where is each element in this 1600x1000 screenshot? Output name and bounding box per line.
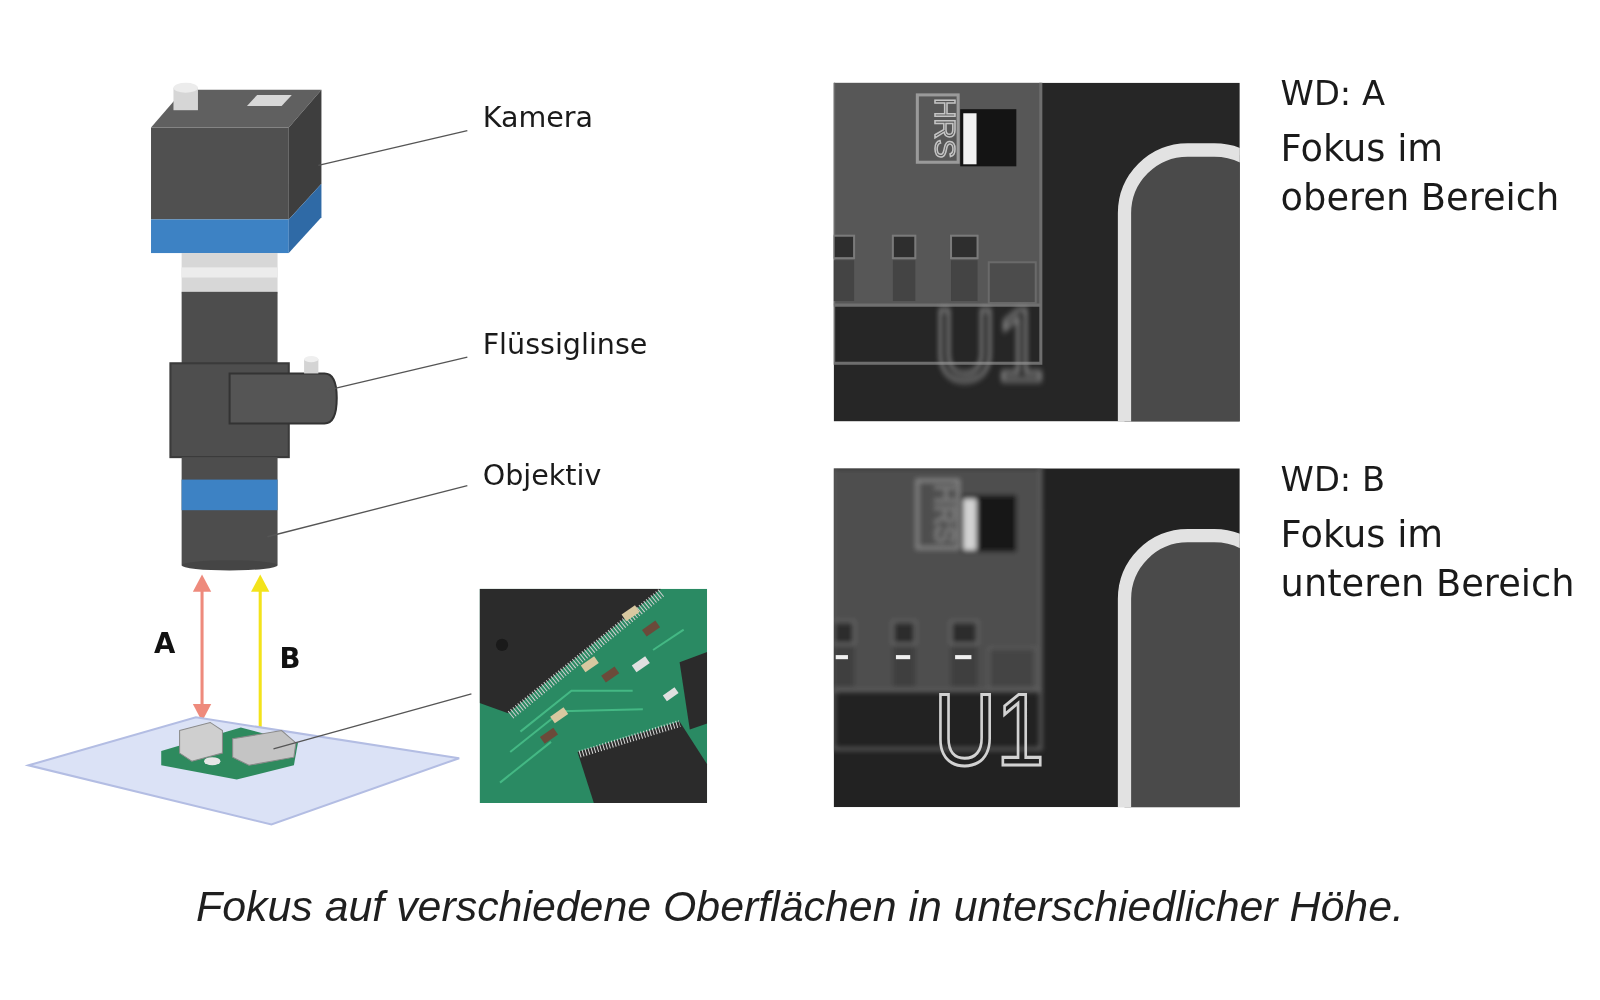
- component-marking: HRS: [930, 484, 959, 544]
- mount-ring: [182, 253, 278, 294]
- ic-chip: [578, 721, 708, 803]
- liquid-lens-driver: [230, 373, 337, 423]
- leader-line: [318, 131, 467, 166]
- leader-lines: [267, 131, 467, 537]
- camera-side-band: [289, 184, 322, 253]
- smd-parts: [540, 605, 679, 744]
- objective-body: [182, 457, 278, 565]
- trace: [500, 742, 551, 783]
- arrow-shaft: [259, 590, 262, 743]
- smd-part: [550, 707, 568, 723]
- connector-part: [233, 731, 296, 766]
- leader-line: [267, 486, 467, 537]
- smd-part: [642, 621, 660, 637]
- ic-chip: [680, 652, 708, 730]
- pcb-traces: [500, 630, 684, 783]
- part-label: Objektiv: [483, 461, 602, 490]
- objective-ring: [182, 480, 278, 511]
- driver-connector-top: [304, 356, 318, 362]
- ic-dot: [496, 639, 508, 651]
- camera-front: [151, 128, 289, 220]
- smd-part: [540, 728, 558, 744]
- distance-label: B: [280, 645, 301, 673]
- camera-plate: [247, 95, 292, 106]
- pcb-pad: [204, 757, 220, 765]
- working-distance-heading: WD: A: [1281, 73, 1587, 114]
- platform: [29, 717, 460, 824]
- pin-highlight: [836, 655, 848, 659]
- photo-background: [480, 589, 708, 803]
- leader-line: [329, 357, 468, 390]
- distance-label: A: [154, 630, 175, 658]
- solder-pad: [1124, 536, 1239, 807]
- smd-part: [601, 666, 619, 682]
- camera-connector-top: [173, 83, 197, 93]
- focus-description: Fokus im unteren Bereich: [1281, 510, 1583, 608]
- arrow-shaft: [201, 590, 204, 706]
- part-label: Kamera: [483, 103, 593, 132]
- component-marking: HRS: [930, 98, 959, 158]
- smd-part: [663, 687, 679, 701]
- connector-part: [180, 722, 223, 761]
- solder-pad: [1124, 150, 1239, 421]
- focus-description: Fokus im oberen Bereich: [1281, 124, 1583, 222]
- working-distance-heading: WD: B: [1281, 459, 1587, 500]
- objective-front: [182, 560, 278, 570]
- lens-tube: [182, 292, 278, 368]
- smd-part: [622, 605, 640, 621]
- pin-highlight: [896, 655, 910, 659]
- leader-line: [273, 694, 471, 749]
- pcb-photo: [480, 589, 708, 803]
- smd-part: [581, 656, 599, 672]
- ic-chip: [480, 589, 662, 713]
- distance-arrow-a: [193, 574, 211, 721]
- trace: [653, 630, 684, 650]
- figure-caption: Fokus auf verschiedene Oberflächen in un…: [0, 883, 1600, 932]
- ic-pins: [510, 593, 661, 715]
- trace: [510, 709, 643, 752]
- silkscreen-text: U1: [934, 293, 1045, 395]
- camera-illustration: [151, 83, 321, 253]
- smd-part: [632, 656, 650, 672]
- camera-band: [151, 219, 289, 253]
- ic-pins: [580, 723, 680, 754]
- mount-ring-light: [182, 267, 278, 277]
- arrow-head: [193, 574, 211, 591]
- part-label: Flüssiglinse: [483, 331, 648, 360]
- pin-highlights: [836, 655, 972, 659]
- silkscreen-text: U1: [934, 679, 1045, 781]
- pin-highlight: [955, 655, 971, 659]
- lens-column: [170, 253, 336, 570]
- photo-focus-top: [834, 83, 1240, 422]
- photo-focus-bottom: [834, 468, 1240, 807]
- pcb-stage: [29, 694, 472, 825]
- arrow-head: [251, 574, 269, 591]
